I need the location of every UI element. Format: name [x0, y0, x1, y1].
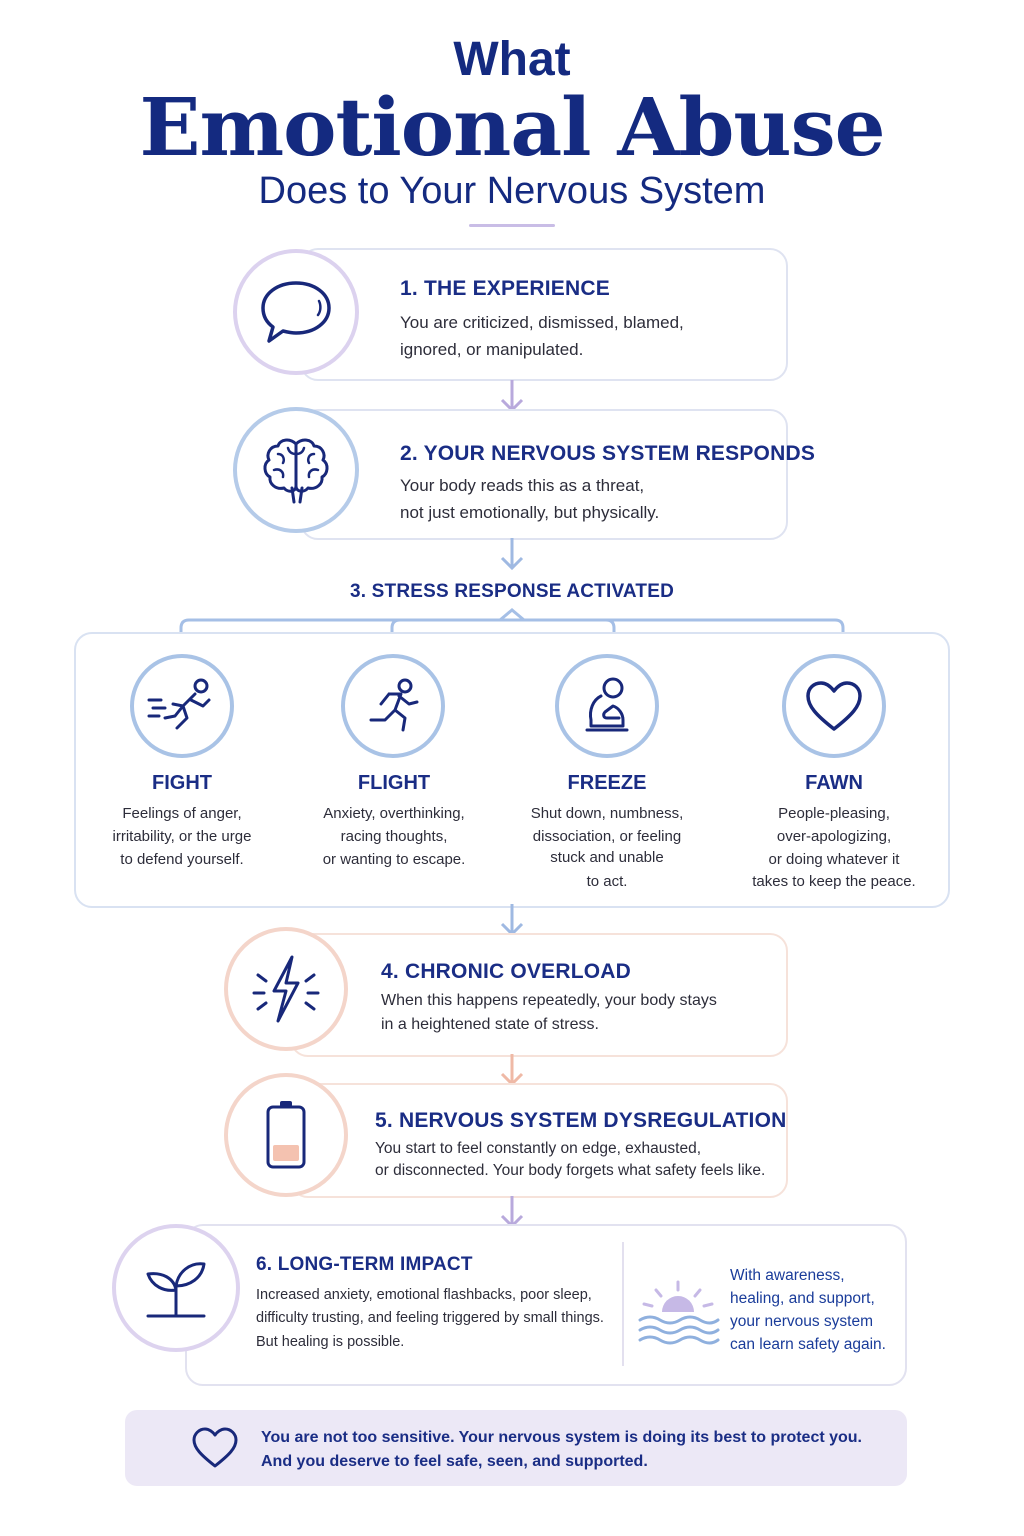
- freeze-line1: Shut down, numbness,: [530, 805, 684, 822]
- freeze-title: FREEZE: [567, 772, 647, 794]
- running-figure-icon: [369, 678, 419, 732]
- title-emotional-abuse: Emotional Abuse: [139, 80, 885, 174]
- step-4-text-line1: When this happens repeatedly, your body …: [381, 992, 717, 1009]
- step-1-icon-circle: [233, 249, 359, 375]
- step-3-title: 3. STRESS RESPONSE ACTIVATED: [349, 581, 675, 602]
- step-1-title: 1. THE EXPERIENCE: [400, 277, 610, 300]
- flight-line2: racing thoughts,: [340, 828, 448, 845]
- flight-title: FLIGHT: [357, 772, 431, 794]
- step-5-text-line1: You start to feel constantly on edge, ex…: [375, 1140, 702, 1157]
- healing-note-line2: healing, and support,: [730, 1290, 875, 1307]
- step-2-text-line1: Your body reads this as a threat,: [400, 476, 645, 495]
- step-1-text-line1: You are criticized, dismissed, blamed,: [400, 313, 684, 332]
- flight-icon-circle: [341, 654, 445, 758]
- heart-icon: [806, 681, 862, 731]
- arrow-2-to-3: [500, 538, 524, 571]
- step-6-title: 6. LONG-TERM IMPACT: [256, 1254, 473, 1275]
- step-5-icon-circle: [224, 1073, 348, 1197]
- step-6-card: [185, 1224, 907, 1386]
- lightning-icon: [252, 955, 320, 1023]
- title-subtitle: Does to Your Nervous System: [258, 170, 766, 212]
- low-battery-icon: [266, 1101, 306, 1169]
- freeze-line2: dissociation, or feeling: [532, 828, 682, 845]
- title-what: What: [453, 33, 571, 86]
- step-6-icon-circle: [112, 1224, 240, 1352]
- flight-line3: or wanting to escape.: [322, 851, 466, 868]
- step-2-title: 2. YOUR NERVOUS SYSTEM RESPONDS: [400, 442, 816, 465]
- fawn-line4: takes to keep the peace.: [752, 873, 916, 890]
- fawn-title: FAWN: [805, 772, 863, 794]
- fight-line3: to defend yourself.: [120, 851, 244, 868]
- step-5-card: [290, 1083, 788, 1198]
- step-4-text-line2: in a heightened state of stress.: [381, 1016, 599, 1033]
- step-5-title: 5. NERVOUS SYSTEM DYSREGULATION: [375, 1109, 787, 1132]
- freeze-line3: stuck and unable: [550, 849, 664, 866]
- step-1-text-line2: ignored, or manipulated.: [400, 340, 584, 359]
- step-5-text-line2: or disconnected. Your body forgets what …: [375, 1162, 766, 1179]
- step-2-icon-circle: [233, 407, 359, 533]
- affirmation-line1: You are not too sensitive. Your nervous …: [261, 1429, 862, 1446]
- brain-icon: [263, 438, 329, 504]
- healing-note-line1: With awareness,: [730, 1267, 845, 1284]
- sprout-icon: [146, 1262, 206, 1318]
- affirmation-line2: And you deserve to feel safe, seen, and …: [261, 1453, 648, 1470]
- fight-line1: Feelings of anger,: [122, 805, 242, 822]
- step-2-card: [300, 409, 788, 540]
- step-6-text-line1: Increased anxiety, emotional flashbacks,…: [256, 1287, 592, 1303]
- fawn-line3: or doing whatever it: [768, 851, 900, 868]
- fighting-figure-icon: [147, 678, 211, 730]
- fawn-icon-circle: [782, 654, 886, 758]
- freeze-icon-circle: [555, 654, 659, 758]
- fawn-line2: over-apologizing,: [776, 828, 892, 845]
- affirmation-banner: You are not too sensitive. Your nervous …: [125, 1410, 907, 1486]
- step-2-text-line2: not just emotionally, but physically.: [400, 503, 660, 522]
- crouching-figure-icon: [585, 677, 629, 732]
- healing-note-line3: your nervous system: [730, 1313, 873, 1330]
- heart-outline-icon: [192, 1427, 238, 1468]
- healing-note-line4: can learn safety again.: [730, 1336, 886, 1353]
- fight-line2: irritability, or the urge: [112, 828, 252, 845]
- step-4-icon-circle: [224, 927, 348, 1051]
- step-6-text-line3: But healing is possible.: [256, 1334, 405, 1350]
- step-6-divider: [622, 1242, 624, 1366]
- step-6-text-line2: difficulty trusting, and feeling trigger…: [256, 1310, 604, 1326]
- flight-line1: Anxiety, overthinking,: [323, 805, 465, 822]
- speech-bubble-icon: [261, 281, 331, 343]
- fight-icon-circle: [130, 654, 234, 758]
- freeze-line4: to act.: [586, 873, 628, 890]
- stress-branch-connector: [179, 608, 845, 654]
- sunrise-over-water-icon: [638, 1280, 720, 1345]
- title-divider: [469, 224, 555, 227]
- fawn-line1: People-pleasing,: [778, 805, 890, 822]
- step-1-card: [300, 248, 788, 381]
- fight-title: FIGHT: [152, 772, 212, 794]
- step-4-title: 4. CHRONIC OVERLOAD: [381, 960, 631, 983]
